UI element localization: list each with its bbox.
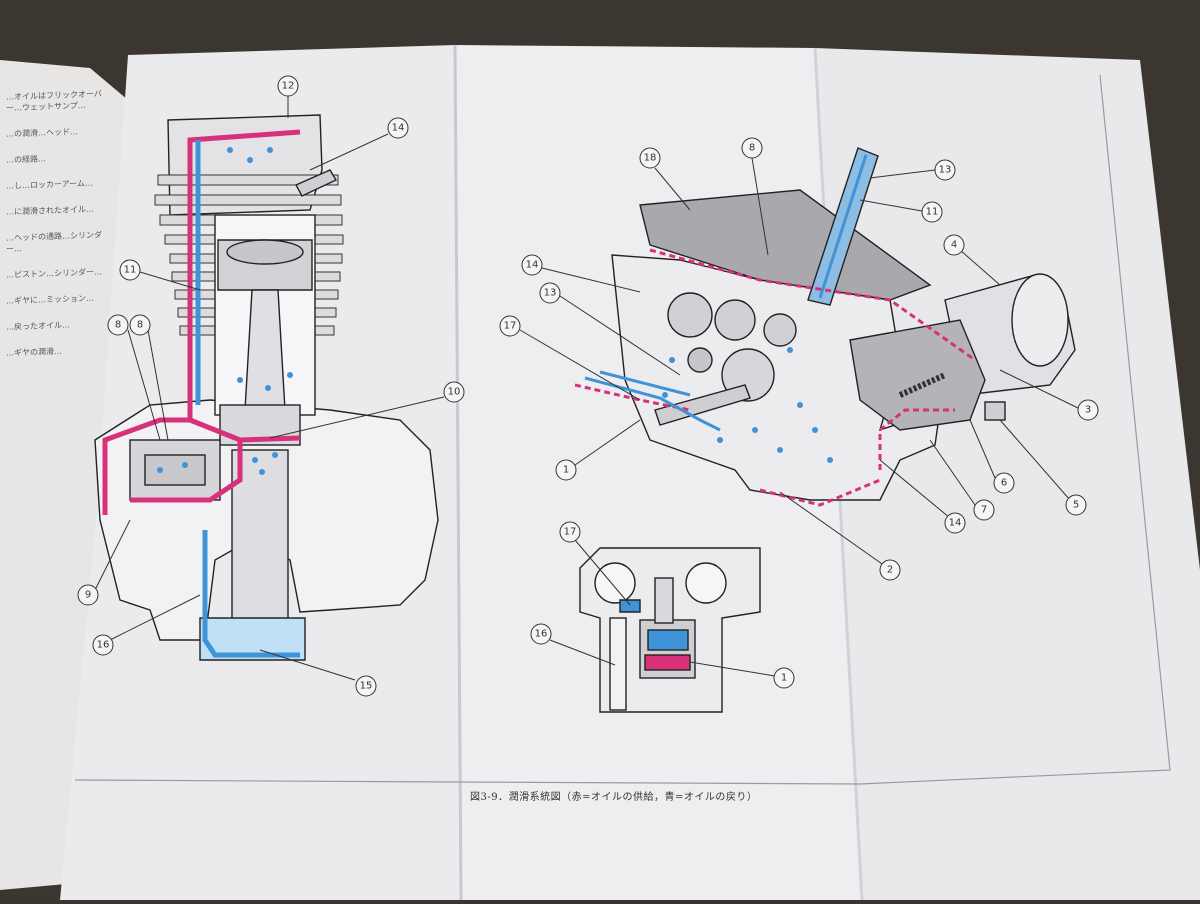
callout-circle bbox=[119, 259, 141, 281]
left-page-text-line: …の潤滑…ヘッド… bbox=[6, 127, 78, 139]
left-page-text-line: …ピストン…シリンダー… bbox=[6, 267, 102, 280]
callout-label: 13 bbox=[544, 288, 557, 299]
callout-label: 15 bbox=[360, 681, 373, 692]
callout-circle bbox=[773, 667, 795, 689]
callout-circle bbox=[921, 201, 943, 223]
fold-line-1 bbox=[453, 44, 463, 901]
callout-label: 5 bbox=[1073, 500, 1079, 511]
oil-return-lines-right bbox=[584, 154, 868, 432]
callout-label: 16 bbox=[535, 629, 548, 640]
left-page-text-line: …オイルはフリックオーバー…ウェットサンプ… bbox=[6, 89, 102, 113]
figure-caption: 図3-9．潤滑系統図（赤=オイルの供給，青=オイルの戻り） bbox=[470, 792, 758, 803]
callout-circle bbox=[355, 675, 377, 697]
callout-circle bbox=[741, 137, 763, 159]
callout-label: 6 bbox=[1001, 478, 1007, 489]
callout-label: 3 bbox=[1085, 405, 1091, 416]
callout-label: 17 bbox=[504, 321, 517, 332]
callout-circle bbox=[934, 159, 956, 181]
callout-label: 8 bbox=[137, 320, 143, 331]
callout-label: 14 bbox=[526, 260, 539, 271]
callout-label: 8 bbox=[749, 143, 755, 154]
callout-label: 11 bbox=[926, 207, 939, 218]
callout-circle bbox=[944, 512, 966, 534]
left-page-text-line: …の経路… bbox=[6, 154, 46, 165]
callout-circle bbox=[639, 147, 661, 169]
callout-circle bbox=[77, 584, 99, 606]
callout-label: 11 bbox=[124, 265, 137, 276]
callout-circle bbox=[1077, 399, 1099, 421]
callout-circle bbox=[129, 314, 151, 336]
left-page-text-line: …ヘッドの通路…シリンダー… bbox=[6, 230, 102, 254]
left-page-text-column: …オイルはフリックオーバー…ウェットサンプ… …の潤滑…ヘッド… …の経路… …… bbox=[0, 88, 108, 374]
callout-circle bbox=[530, 623, 552, 645]
left-page-text-line: …に潤滑されたオイル… bbox=[6, 204, 94, 217]
callout-label: 7 bbox=[981, 505, 987, 516]
callout-circle bbox=[92, 634, 114, 656]
callout-circle bbox=[277, 75, 299, 97]
callout-label: 1 bbox=[781, 673, 787, 684]
callout-label: 1 bbox=[563, 465, 569, 476]
figure-frame bbox=[74, 74, 1171, 785]
callout-label: 10 bbox=[448, 387, 461, 398]
left-page-text-line: …し…ロッカーアーム… bbox=[6, 178, 93, 191]
callout-circle bbox=[1065, 494, 1087, 516]
callout-circle bbox=[387, 117, 409, 139]
callout-circle bbox=[107, 314, 129, 336]
callout-label: 8 bbox=[115, 320, 121, 331]
oil-return-lines-left bbox=[195, 140, 300, 658]
callout-circle bbox=[973, 499, 995, 521]
callout-label: 13 bbox=[939, 165, 952, 176]
callout-circle bbox=[499, 315, 521, 337]
left-page-text-line: …戻ったオイル… bbox=[6, 320, 70, 332]
callout-circle bbox=[943, 234, 965, 256]
callout-label: 16 bbox=[97, 640, 110, 651]
callout-circle bbox=[879, 559, 901, 581]
engine-cutaway-right bbox=[611, 147, 1076, 501]
callout-circle bbox=[521, 254, 543, 276]
callout-label: 18 bbox=[644, 153, 657, 164]
callout-circle bbox=[443, 381, 465, 403]
callout-circle bbox=[993, 472, 1015, 494]
callout-circle bbox=[539, 282, 561, 304]
left-page-text-line: …ギヤの潤滑… bbox=[6, 346, 62, 358]
callout-label: 12 bbox=[282, 81, 295, 92]
oil-supply-lines-left bbox=[102, 129, 301, 515]
oil-drops-left bbox=[157, 147, 293, 475]
callout-label: 4 bbox=[951, 240, 957, 251]
callout-label: 17 bbox=[564, 527, 577, 538]
callout-label: 14 bbox=[949, 518, 962, 529]
callout-circle bbox=[555, 459, 577, 481]
engine-cutaway-left bbox=[94, 114, 439, 661]
callout-label: 2 bbox=[887, 565, 893, 576]
left-page-text-line: …ギヤに…ミッション… bbox=[6, 293, 94, 306]
callout-circle bbox=[559, 521, 581, 543]
pump-detail bbox=[579, 547, 761, 713]
callout-label: 14 bbox=[392, 123, 405, 134]
callout-label: 9 bbox=[85, 590, 91, 601]
oil-drops-right bbox=[662, 347, 833, 463]
